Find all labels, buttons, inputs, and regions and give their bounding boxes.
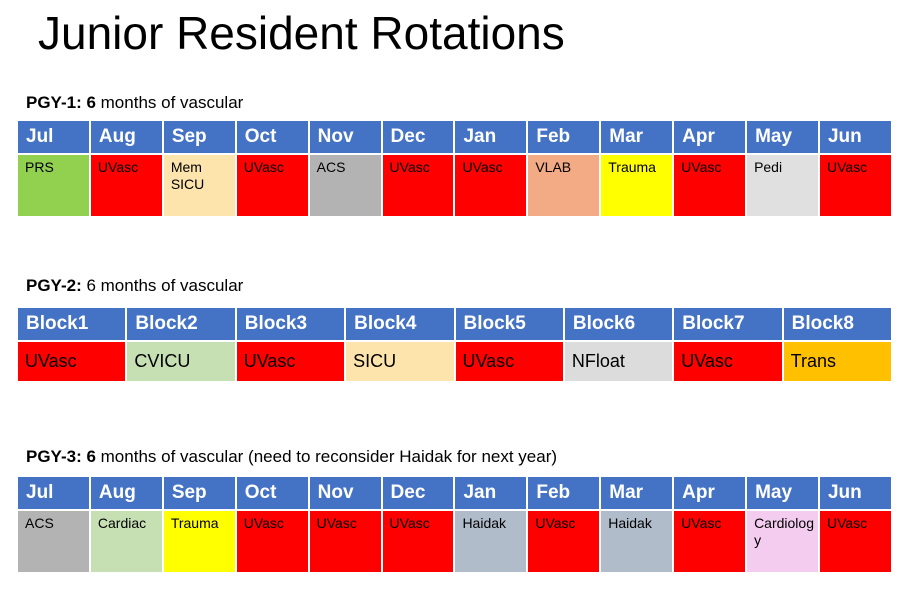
column-header-pgy2-block1: Block1 [18, 308, 126, 340]
section-caption-pgy3: PGY-3: 6 months of vascular (need to rec… [26, 446, 557, 468]
rotation-cell: PRS [18, 155, 89, 216]
column-header-pgy3-apr: Apr [674, 477, 746, 509]
rotation-cell: Mem SICU [163, 155, 235, 216]
rotation-cell: Trauma [601, 155, 673, 216]
rotation-cell: VLAB [528, 155, 600, 216]
rotation-cell: UVasc [309, 511, 381, 572]
column-header-pgy2-block3: Block3 [236, 308, 345, 340]
page-title: Junior Resident Rotations [38, 7, 565, 59]
rotation-cell: UVasc [90, 155, 162, 216]
section-caption-pgy1-rest: months of vascular [95, 93, 244, 112]
column-header-pgy1-dec: Dec [382, 121, 454, 153]
rotation-cell: UVasc [455, 342, 563, 381]
column-header-pgy1-jun: Jun [819, 121, 891, 153]
column-header-pgy2-block8: Block8 [783, 308, 891, 340]
column-header-pgy1-jul: Jul [18, 121, 89, 153]
rotation-cell: UVasc [819, 155, 891, 216]
column-header-pgy1-feb: Feb [528, 121, 600, 153]
rotation-cell: UVasc [455, 155, 527, 216]
rotation-cell: UVasc [382, 155, 454, 216]
rotation-cell: UVasc [674, 155, 746, 216]
rotation-cell: Cardiac [90, 511, 162, 572]
column-header-pgy2-block2: Block2 [127, 308, 235, 340]
column-header-pgy1-mar: Mar [601, 121, 673, 153]
rotation-cell: Pedi [747, 155, 818, 216]
column-header-pgy3-oct: Oct [236, 477, 308, 509]
column-header-pgy3-may: May [747, 477, 818, 509]
column-header-pgy3-feb: Feb [528, 477, 600, 509]
section-caption-pgy1: PGY-1: 6 months of vascular [26, 92, 243, 114]
rotation-cell: UVasc [674, 342, 782, 381]
column-header-pgy2-block7: Block7 [674, 308, 782, 340]
rotation-cell: Cardiology [747, 511, 818, 572]
section-caption-pgy3-lead: PGY-3: 6 [26, 447, 96, 466]
rotation-cell: UVasc [236, 511, 308, 572]
column-header-pgy3-mar: Mar [601, 477, 673, 509]
rotation-cell: UVasc [236, 155, 308, 216]
rotation-cell: UVasc [674, 511, 746, 572]
column-header-pgy1-apr: Apr [674, 121, 746, 153]
column-header-pgy3-dec: Dec [382, 477, 454, 509]
column-header-pgy1-may: May [747, 121, 818, 153]
rotation-cell: UVasc [236, 342, 345, 381]
rotation-cell: Haidak [601, 511, 673, 572]
column-header-pgy1-nov: Nov [309, 121, 381, 153]
section-caption-pgy2: PGY-2: 6 months of vascular [26, 275, 243, 297]
column-header-pgy3-jul: Jul [18, 477, 89, 509]
column-header-pgy2-block6: Block6 [564, 308, 673, 340]
column-header-pgy3-jun: Jun [819, 477, 891, 509]
rotation-cell: UVasc [382, 511, 454, 572]
rotation-cell: Trans [783, 342, 891, 381]
column-header-pgy3-jan: Jan [455, 477, 527, 509]
column-header-pgy3-nov: Nov [309, 477, 381, 509]
column-header-pgy3-sep: Sep [163, 477, 235, 509]
section-caption-pgy2-rest: 6 months of vascular [81, 276, 244, 295]
rotation-cell: ACS [309, 155, 381, 216]
column-header-pgy1-jan: Jan [455, 121, 527, 153]
column-header-pgy1-sep: Sep [163, 121, 235, 153]
section-caption-pgy2-lead: PGY-2: [26, 276, 82, 295]
column-header-pgy2-block5: Block5 [455, 308, 563, 340]
rotation-cell: NFloat [564, 342, 673, 381]
rotation-cell: CVICU [127, 342, 235, 381]
column-header-pgy1-oct: Oct [236, 121, 308, 153]
section-caption-pgy3-rest: months of vascular (need to reconsider H… [95, 447, 558, 466]
column-header-pgy2-block4: Block4 [346, 308, 454, 340]
section-caption-pgy1-lead: PGY-1: 6 [26, 93, 96, 112]
column-header-pgy3-aug: Aug [90, 477, 162, 509]
rotation-cell: UVasc [528, 511, 600, 572]
rotation-cell: UVasc [18, 342, 126, 381]
rotation-cell: UVasc [819, 511, 891, 572]
rotation-cell: SICU [346, 342, 454, 381]
column-header-pgy1-aug: Aug [90, 121, 162, 153]
rotation-cell: ACS [18, 511, 89, 572]
rotation-cell: Haidak [455, 511, 527, 572]
rotation-cell: Trauma [163, 511, 235, 572]
